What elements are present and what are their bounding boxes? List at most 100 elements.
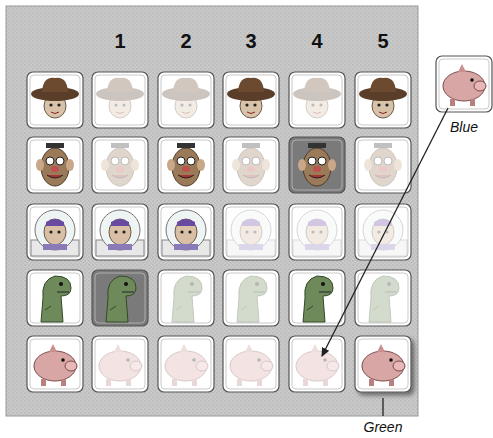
tile-part — [182, 112, 190, 114]
tile-picture — [293, 210, 341, 256]
tile-picture — [359, 78, 407, 118]
tile-part — [56, 157, 64, 165]
tile-face — [223, 137, 279, 193]
tile-part — [389, 358, 393, 362]
tile-part — [311, 230, 314, 233]
tile-part — [166, 210, 206, 250]
tile-part — [313, 112, 321, 114]
tile-part — [369, 379, 374, 386]
tile-part — [377, 344, 385, 352]
tile-part — [66, 159, 74, 171]
tile-face — [223, 204, 279, 260]
tile-part — [187, 157, 195, 165]
tile-inner-border — [226, 273, 276, 323]
picture-tile — [289, 72, 345, 128]
tile-picture — [296, 344, 339, 386]
tile-part — [172, 148, 200, 186]
tile-part — [232, 159, 240, 171]
tile-inner-border — [292, 339, 342, 389]
tile-part — [65, 361, 77, 371]
tile-part — [257, 379, 262, 386]
tile-part — [328, 159, 336, 171]
picture-tile — [223, 137, 279, 193]
tile-part — [57, 292, 69, 293]
tile-part — [114, 103, 117, 106]
tile-face — [355, 72, 411, 128]
tile-face — [158, 336, 214, 392]
tile-part — [253, 103, 256, 106]
tile-picture — [172, 276, 202, 322]
tile-part — [253, 230, 256, 233]
tile-picture — [303, 276, 333, 322]
tile-part — [247, 112, 255, 114]
picture-tile — [223, 336, 279, 392]
tile-face — [355, 270, 411, 326]
tile-picture — [230, 344, 273, 386]
tile-grid — [27, 72, 411, 392]
tile-inner-border — [358, 207, 408, 257]
picture-tile — [27, 137, 83, 193]
picture-tile — [27, 72, 83, 128]
tile-part — [173, 78, 199, 92]
tile-picture — [162, 210, 210, 256]
tile-part — [245, 103, 248, 106]
picture-tile — [92, 72, 148, 128]
tile-part — [41, 148, 69, 186]
tile-inner-border — [161, 75, 211, 125]
tile-inner-border — [292, 140, 342, 190]
tile-part — [99, 351, 141, 381]
picture-tile — [355, 270, 411, 326]
tile-inner-border — [30, 75, 80, 125]
tile-part — [394, 159, 402, 171]
column-number: 4 — [311, 30, 322, 53]
tile-part — [43, 244, 67, 250]
tile-face — [355, 204, 411, 260]
tile-face — [158, 270, 214, 326]
tile-part — [44, 219, 66, 245]
tile-inner-border — [30, 339, 80, 389]
tile-part — [106, 276, 136, 322]
tile-part — [238, 78, 264, 92]
tile-part — [245, 344, 253, 352]
tile-part — [106, 148, 134, 186]
tile-picture — [232, 143, 270, 186]
tile-part — [61, 358, 65, 362]
tile-picture — [362, 344, 405, 386]
tile-face — [27, 336, 83, 392]
tile-picture — [369, 276, 399, 322]
tile-part — [363, 210, 403, 250]
tile-part — [303, 379, 308, 386]
tile-part — [241, 306, 247, 310]
tile-part — [108, 244, 132, 250]
tile-face — [158, 72, 214, 128]
tile-picture — [364, 143, 402, 186]
tile-part — [188, 103, 191, 106]
tile-part — [174, 244, 198, 250]
tile-inner-border — [358, 339, 408, 389]
tile-part — [131, 159, 139, 171]
tile-face — [436, 56, 492, 112]
tile-part — [172, 276, 202, 322]
tile-picture — [31, 210, 79, 256]
tile-part — [379, 112, 387, 114]
tile-inner-border — [226, 140, 276, 190]
tile-part — [369, 148, 397, 186]
tile-part — [303, 148, 331, 186]
tile-part — [261, 361, 273, 371]
tile-inner-border — [95, 207, 145, 257]
picture-tile — [355, 336, 411, 392]
picture-tile — [27, 336, 83, 392]
tile-inner-border — [95, 273, 145, 323]
tile-part — [178, 175, 194, 178]
tile-inner-border — [30, 140, 80, 190]
tile-part — [308, 143, 326, 148]
tile-part — [175, 219, 197, 245]
tile-part — [262, 159, 270, 171]
tile-part — [122, 103, 125, 106]
tile-part — [177, 219, 195, 226]
tile-picture — [293, 78, 341, 118]
column-number: 5 — [377, 30, 388, 53]
tile-part — [306, 219, 328, 245]
tile-part — [305, 244, 329, 250]
picture-tile — [158, 336, 214, 392]
